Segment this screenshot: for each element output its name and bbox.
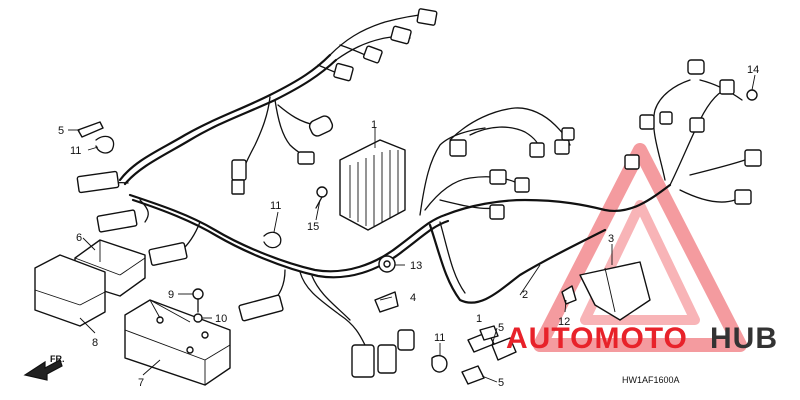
callout-5-right-bottom: 5 xyxy=(498,377,504,389)
callout-8: 8 xyxy=(92,337,98,349)
part-3-bracket xyxy=(579,261,651,321)
callout-10: 10 xyxy=(215,313,227,325)
callout-14: 14 xyxy=(747,64,759,76)
callout-7: 7 xyxy=(138,377,144,389)
callout-11-center: 11 xyxy=(270,200,281,212)
callout-5-right-top: 5 xyxy=(498,322,504,334)
callout-11-left: 11 xyxy=(70,145,81,157)
callout-labels: 1 2 3 4 5 5 5 6 7 8 9 10 11 11 11 1 12 1… xyxy=(58,64,759,389)
callout-2: 2 xyxy=(522,289,528,301)
callout-1-bottom: 1 xyxy=(476,313,482,325)
callout-15: 15 xyxy=(307,221,319,233)
watermark-text-part2: HUB xyxy=(710,322,778,355)
callout-9: 9 xyxy=(168,289,174,301)
front-direction-arrow xyxy=(23,359,63,381)
leader-lines xyxy=(68,74,756,383)
regulator-rectifier xyxy=(339,139,406,231)
watermark-text: AUTOMOTO HUB xyxy=(506,322,778,355)
part-8-cover xyxy=(34,254,106,327)
callout-3: 3 xyxy=(608,233,614,245)
callout-4: 4 xyxy=(410,292,416,304)
callout-11-bottom: 11 xyxy=(434,332,445,344)
callout-5-left: 5 xyxy=(58,125,64,137)
connectors xyxy=(76,8,762,378)
front-direction-label: FR. xyxy=(50,354,65,364)
callout-13: 13 xyxy=(410,260,422,272)
callout-1-top: 1 xyxy=(371,119,377,131)
main-harness xyxy=(104,13,746,346)
diagram-code: HW1AF1600A xyxy=(622,375,680,385)
cylinder-part xyxy=(308,115,334,137)
watermark-logo xyxy=(533,143,747,352)
watermark-text-part1: AUTOMOTO xyxy=(506,322,688,355)
callout-12: 12 xyxy=(558,316,570,328)
callout-6: 6 xyxy=(76,232,82,244)
